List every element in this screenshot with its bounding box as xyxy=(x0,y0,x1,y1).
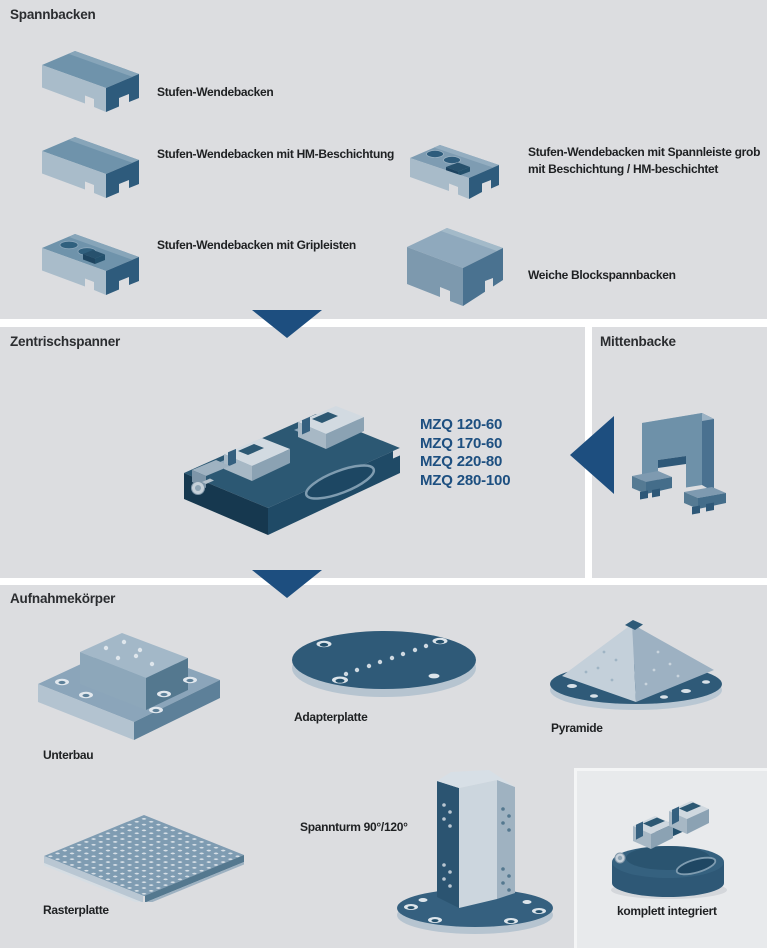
label-adapterplatte: Adapterplatte xyxy=(294,710,368,724)
label-komplett-integriert: komplett integriert xyxy=(617,904,717,918)
unterbau-illustration xyxy=(38,633,220,740)
label-rasterplatte: Rasterplatte xyxy=(43,903,109,917)
mzq-model-list: MZQ 120-60 MZQ 170-60 MZQ 220-80 MZQ 280… xyxy=(420,416,511,490)
adapterplatte-illustration xyxy=(292,631,476,697)
section-title-aufnahmekoerper: Aufnahmekörper xyxy=(10,591,116,606)
label-stufen-wendebacken-hm: Stufen-Wendebacken mit HM-Beschichtung xyxy=(157,147,395,161)
label-spannturm: Spannturm 90°/120° xyxy=(300,820,408,834)
section-title-mittenbacke: Mittenbacke xyxy=(600,334,676,349)
label-weiche-blockspannbacken: Weiche Blockspannbacken xyxy=(528,268,676,282)
mittenbacke-illustration xyxy=(632,413,726,515)
spannleiste-jaw-illustration xyxy=(410,145,499,199)
label-spannleiste: Stufen-Wendebacken mit Spannleiste grob … xyxy=(528,145,761,177)
zentrischspanner-vise-illustration xyxy=(184,406,401,535)
label-stufen-wendebacken-grip: Stufen-Wendebacken mit Gripleisten xyxy=(157,238,356,252)
label-unterbau: Unterbau xyxy=(43,748,94,762)
pyramide-illustration xyxy=(550,620,722,710)
label-pyramide: Pyramide xyxy=(551,721,603,735)
stufen-wendebacken-grip-illustration xyxy=(42,234,139,295)
rasterplatte-illustration xyxy=(44,815,244,902)
section-title-spannbacken: Spannbacken xyxy=(10,7,96,22)
mzq-model: MZQ 220-80 xyxy=(420,453,503,470)
mzq-model: MZQ 170-60 xyxy=(420,434,503,452)
spannturm-illustration xyxy=(397,770,553,934)
mzq-model: MZQ 120-60 xyxy=(420,416,503,433)
mzq-model: MZQ 280-100 xyxy=(420,471,511,489)
arrow-down-icon xyxy=(252,310,322,338)
weiche-blockspannbacken-illustration xyxy=(407,228,503,306)
label-stufen-wendebacken: Stufen-Wendebacken xyxy=(157,85,274,99)
section-title-zentrischspanner: Zentrischspanner xyxy=(10,334,121,349)
komplett-integriert-illustration xyxy=(611,801,727,899)
stufen-wendebacken-hm-illustration xyxy=(42,137,139,198)
stufen-wendebacken-illustration xyxy=(42,51,139,112)
arrow-down-icon xyxy=(252,570,322,598)
arrow-left-icon xyxy=(570,416,614,494)
